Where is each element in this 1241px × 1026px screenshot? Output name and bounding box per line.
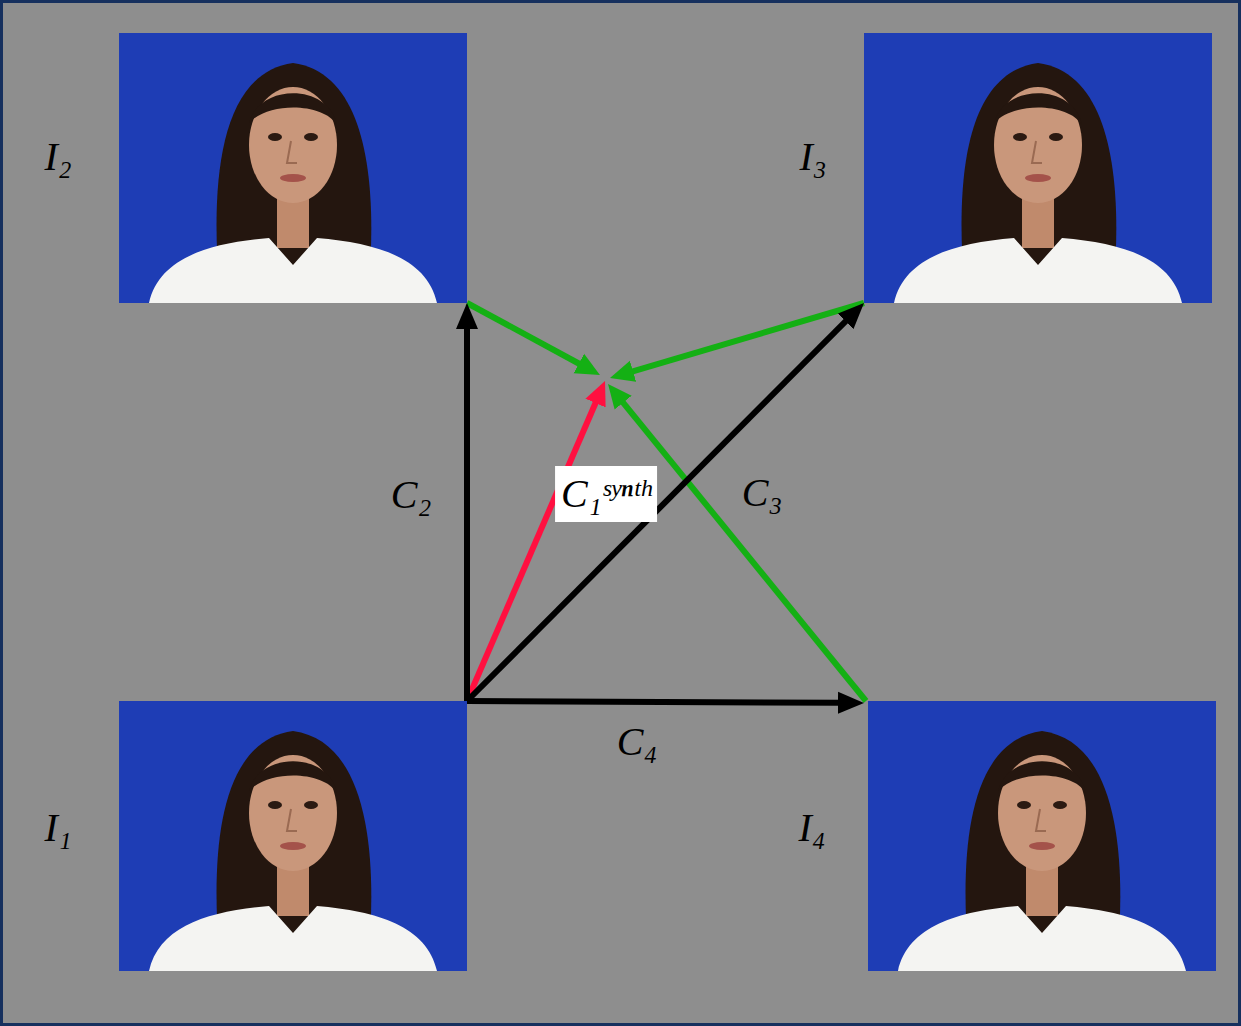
vector-arrow	[464, 327, 470, 701]
image-frame: I₂	[119, 33, 467, 303]
vector-label: C₄	[617, 722, 658, 762]
vector-label: C₁ˢʸⁿᵗʰ	[555, 466, 657, 522]
image-label: I₄	[798, 808, 825, 848]
image-label: I₁	[44, 808, 71, 848]
green-arrow	[622, 401, 866, 701]
image-frame: I₁	[119, 701, 467, 971]
green-arrow	[467, 303, 581, 365]
face-photo	[868, 701, 1216, 971]
image-label: I₃	[799, 137, 826, 177]
vector-label: C₃	[742, 473, 783, 513]
face-photo	[119, 33, 467, 303]
image-frame: I₄	[868, 701, 1216, 969]
vector-label: C₂	[391, 475, 432, 515]
face-photo	[119, 701, 467, 971]
face-photo	[864, 33, 1212, 303]
red-arrow	[467, 401, 596, 701]
image-label: I₂	[44, 137, 71, 177]
vector-arrow	[467, 320, 847, 701]
image-frame: I₃	[864, 33, 1213, 303]
vector-arrow	[467, 701, 840, 703]
